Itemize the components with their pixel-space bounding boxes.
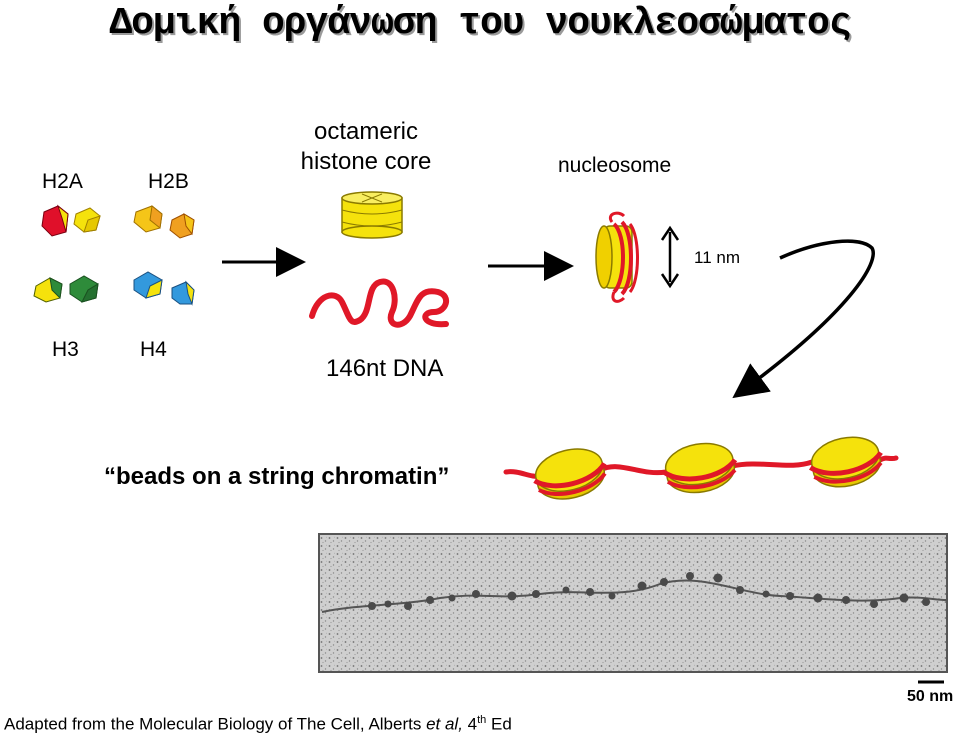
size-double-arrow-icon (660, 225, 680, 289)
label-beads-on-string: “beads on a string chromatin” (104, 463, 450, 490)
credit-italic: et al, (426, 714, 463, 734)
label-h3: H3 (52, 338, 79, 361)
h2b-histone-icon (133, 205, 195, 239)
label-scale-bar: 50 nm (907, 688, 954, 705)
label-core-line1: octameric (313, 118, 419, 145)
credit-prefix: Adapted from the Molecular Biology of Th… (4, 714, 427, 734)
histone-core-icon (341, 191, 403, 239)
label-dna: 146nt DNA (326, 355, 444, 382)
label-h2b: H2B (148, 170, 189, 193)
credit-sup: th (477, 714, 487, 726)
curved-arrow-icon (732, 239, 875, 399)
label-core-line2: histone core (300, 148, 432, 175)
label-h2a: H2A (42, 170, 83, 193)
electron-micrograph (318, 533, 948, 673)
credit-line: Adapted from the Molecular Biology of Th… (4, 714, 512, 735)
label-nucleosome: nucleosome (558, 154, 672, 177)
credit-suffix: Ed (486, 714, 512, 734)
page-title: Δομική οργάνωση του νουκλεοσώματος (109, 2, 851, 45)
h4-histone-icon (133, 271, 195, 306)
label-beads-text: beads on a string chromatin (116, 463, 438, 490)
credit-edition: 4 (462, 714, 478, 734)
dna-strand-icon (309, 278, 450, 328)
beads-on-string-icon (503, 436, 899, 500)
h3-histone-icon (33, 275, 99, 303)
nucleosome-icon (595, 211, 639, 303)
h2a-histone-icon (41, 204, 101, 237)
label-h4: H4 (140, 338, 167, 361)
label-size: 11 nm (694, 248, 740, 267)
